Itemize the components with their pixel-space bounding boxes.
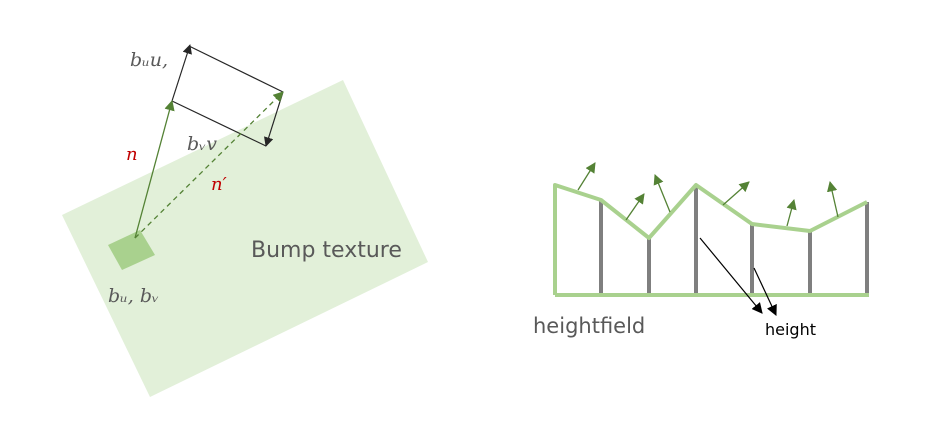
surface-normal-arrow — [653, 174, 671, 213]
bv-v-label: bᵥv — [187, 133, 217, 155]
heightfield-outline — [553, 183, 868, 295]
tangent-edge-bottom — [171, 100, 267, 147]
surface-patch — [108, 230, 155, 270]
bump-texture-plane — [62, 80, 428, 397]
height-label: height — [765, 320, 816, 339]
right-panel: heightfield height — [533, 162, 869, 339]
bu-bv-label: bᵤ, bᵥ — [108, 285, 159, 307]
heightfield-label: heightfield — [533, 314, 645, 338]
perturbed-normal-arrow — [134, 91, 284, 239]
surface-normal-arrow — [577, 162, 596, 191]
tangent-edge-left — [171, 44, 192, 102]
left-panel: bᵤu, bᵥv n n′ Bump texture bᵤ, bᵥ — [62, 44, 428, 397]
n-prime-label: n′ — [211, 174, 227, 195]
surface-normal-arrow — [722, 181, 750, 206]
surface-normal-arrow — [786, 198, 797, 227]
surface-normal-arrow — [625, 193, 645, 221]
bump-texture-label: Bump texture — [251, 238, 402, 263]
height-pointer-arrow — [699, 237, 763, 314]
normal-n-arrow — [134, 99, 175, 239]
surface-normal-arrow — [827, 180, 839, 218]
bu-u-label: bᵤu, — [130, 49, 168, 71]
n-label: n — [126, 144, 138, 165]
tangent-edge-top — [188, 45, 284, 93]
height-pointer-arrow — [753, 267, 777, 316]
